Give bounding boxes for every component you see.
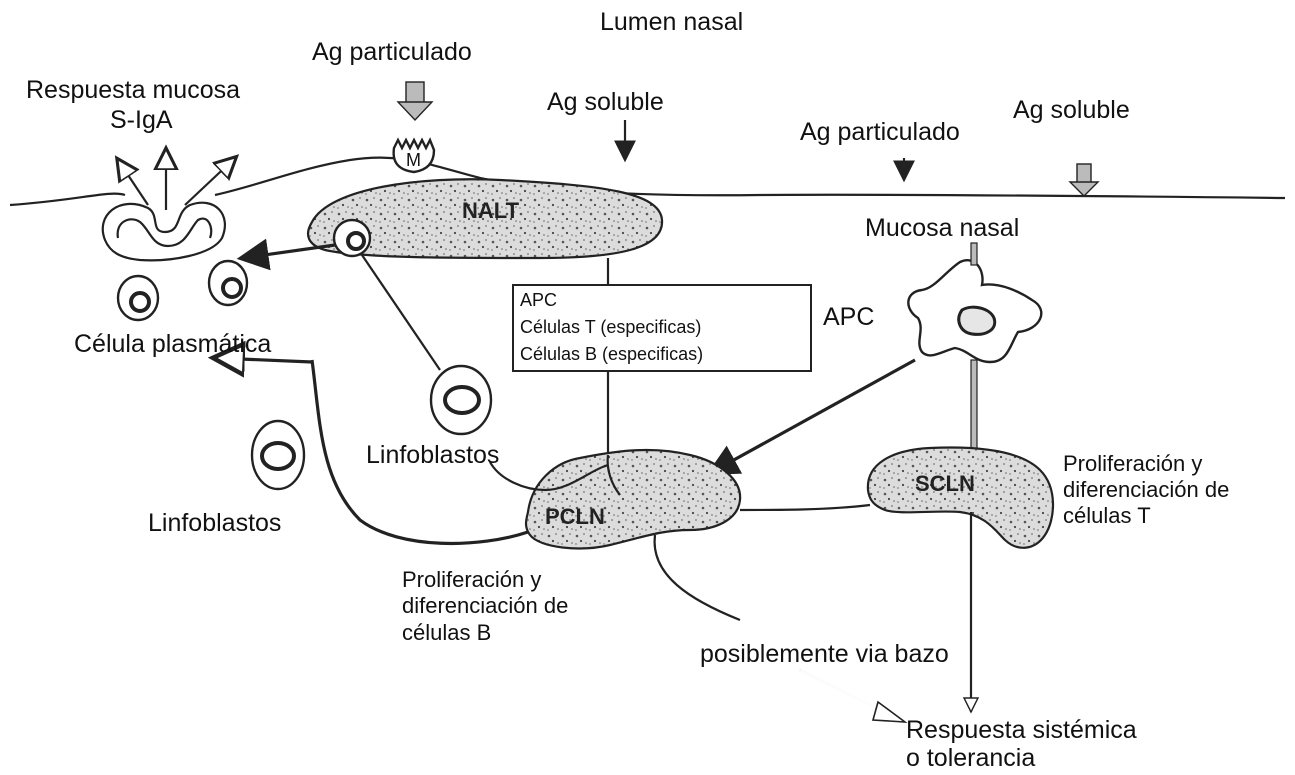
lymphoblast-to-plasma-arrow — [216, 358, 312, 362]
siga-label: S-IgA — [110, 106, 173, 134]
plasma-cell-right-nucleus — [223, 279, 241, 297]
ag-particulado-arrow-shaft — [406, 82, 424, 104]
celula-plasmatica-label: Célula plasmática — [74, 330, 271, 358]
prolif-t-line2: diferenciación de — [1063, 477, 1229, 502]
ag-particulado-top-label: Ag particulado — [312, 38, 472, 66]
nalt-to-lymphoblast-line — [362, 255, 440, 370]
scln-node — [868, 448, 1053, 548]
ag-particulado-right-label: Ag particulado — [800, 118, 960, 146]
pcln-scln-connector — [740, 505, 870, 510]
pcln-label: PCLN — [545, 504, 605, 529]
linfoblastos-mid-label: Linfoblastos — [366, 441, 499, 469]
via-bazo-label: posiblemente via bazo — [700, 640, 949, 668]
respuesta-sistemica-line2: o tolerancia — [906, 744, 1035, 772]
scln-label: SCLN — [915, 471, 975, 496]
ag-soluble-right-arrow-shaft — [1077, 164, 1091, 184]
ag-particulado-arrow-head — [398, 102, 432, 120]
nalt-label: NALT — [462, 198, 520, 223]
ag-soluble-right-arrow-head — [1070, 182, 1098, 196]
pcln-to-bazo-line — [655, 535, 740, 620]
prolif-b-line3: células B — [402, 620, 491, 645]
nalt-edge-cell-nucleus — [348, 233, 364, 249]
siga-arrow-left — [118, 160, 148, 205]
lymphoblast-left-nucleus — [262, 443, 294, 469]
box-line3: Células B (especificas) — [520, 344, 703, 364]
apc-to-pcln-arrow — [712, 360, 915, 472]
box-line1: APC — [520, 290, 557, 310]
linfoblastos-left-label: Linfoblastos — [148, 509, 281, 537]
nalt-to-plasma-arrow — [243, 245, 335, 258]
apc-right-label: APC — [823, 303, 874, 331]
crypt — [103, 203, 225, 261]
mucosa-nasal-label: Mucosa nasal — [865, 214, 1019, 242]
scln-to-systemic-arrowhead — [964, 698, 978, 712]
lymphoblast-mid-nucleus — [445, 387, 479, 413]
bazo-arrow-head — [873, 702, 905, 722]
lumen-label: Lumen nasal — [600, 8, 743, 36]
prolif-t-line1: Proliferación y — [1063, 451, 1202, 476]
respuesta-sistemica-line1: Respuesta sistémica — [906, 716, 1137, 744]
mucosa-to-apc-connector — [971, 243, 977, 265]
prolif-b-line2: diferenciación de — [402, 593, 568, 618]
ag-soluble-top-label: Ag soluble — [547, 88, 664, 116]
m-cell-label: M — [406, 150, 421, 170]
pcln-node — [526, 450, 740, 548]
ag-soluble-right-label: Ag soluble — [1013, 96, 1130, 124]
box-line2: Células T (especificas) — [520, 317, 701, 337]
siga-arrow-right — [185, 158, 235, 205]
respuesta-mucosa-label: Respuesta mucosa — [26, 76, 240, 104]
prolif-b-line1: Proliferación y — [402, 567, 541, 592]
plasma-cell-left-nucleus — [131, 293, 149, 311]
epithelium-line — [10, 158, 1285, 205]
prolif-t-line3: células T — [1063, 503, 1151, 528]
apc-nucleus — [959, 307, 995, 334]
